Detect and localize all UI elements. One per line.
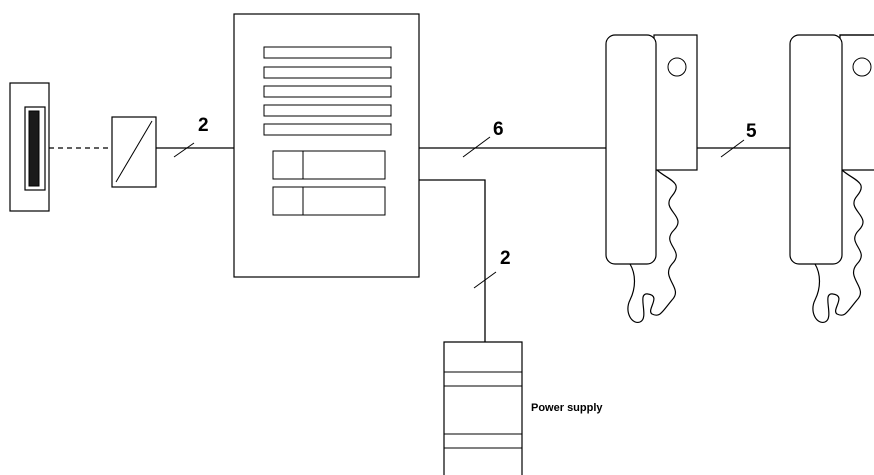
wire-tick-phone-phone xyxy=(720,139,745,158)
entry-panel-icon xyxy=(233,13,420,278)
wire-tick-panel-phones xyxy=(462,136,491,158)
handset-icon xyxy=(789,34,874,324)
wire-panel-power xyxy=(419,179,486,342)
wire-tick-panel-power xyxy=(473,271,497,289)
card-reader-icon xyxy=(9,82,50,212)
wire-label-panel-power: 2 xyxy=(500,248,511,269)
converter-icon xyxy=(111,116,157,188)
power-supply-icon xyxy=(443,341,523,475)
power-supply-label: Power supply xyxy=(531,402,603,414)
wire-tick-converter-panel xyxy=(173,142,195,158)
handset-icon xyxy=(605,34,698,324)
wire-label-phone-phone: 5 xyxy=(746,121,757,142)
wire-label-converter-panel: 2 xyxy=(198,115,209,136)
wire-label-panel-phones: 6 xyxy=(493,119,504,140)
